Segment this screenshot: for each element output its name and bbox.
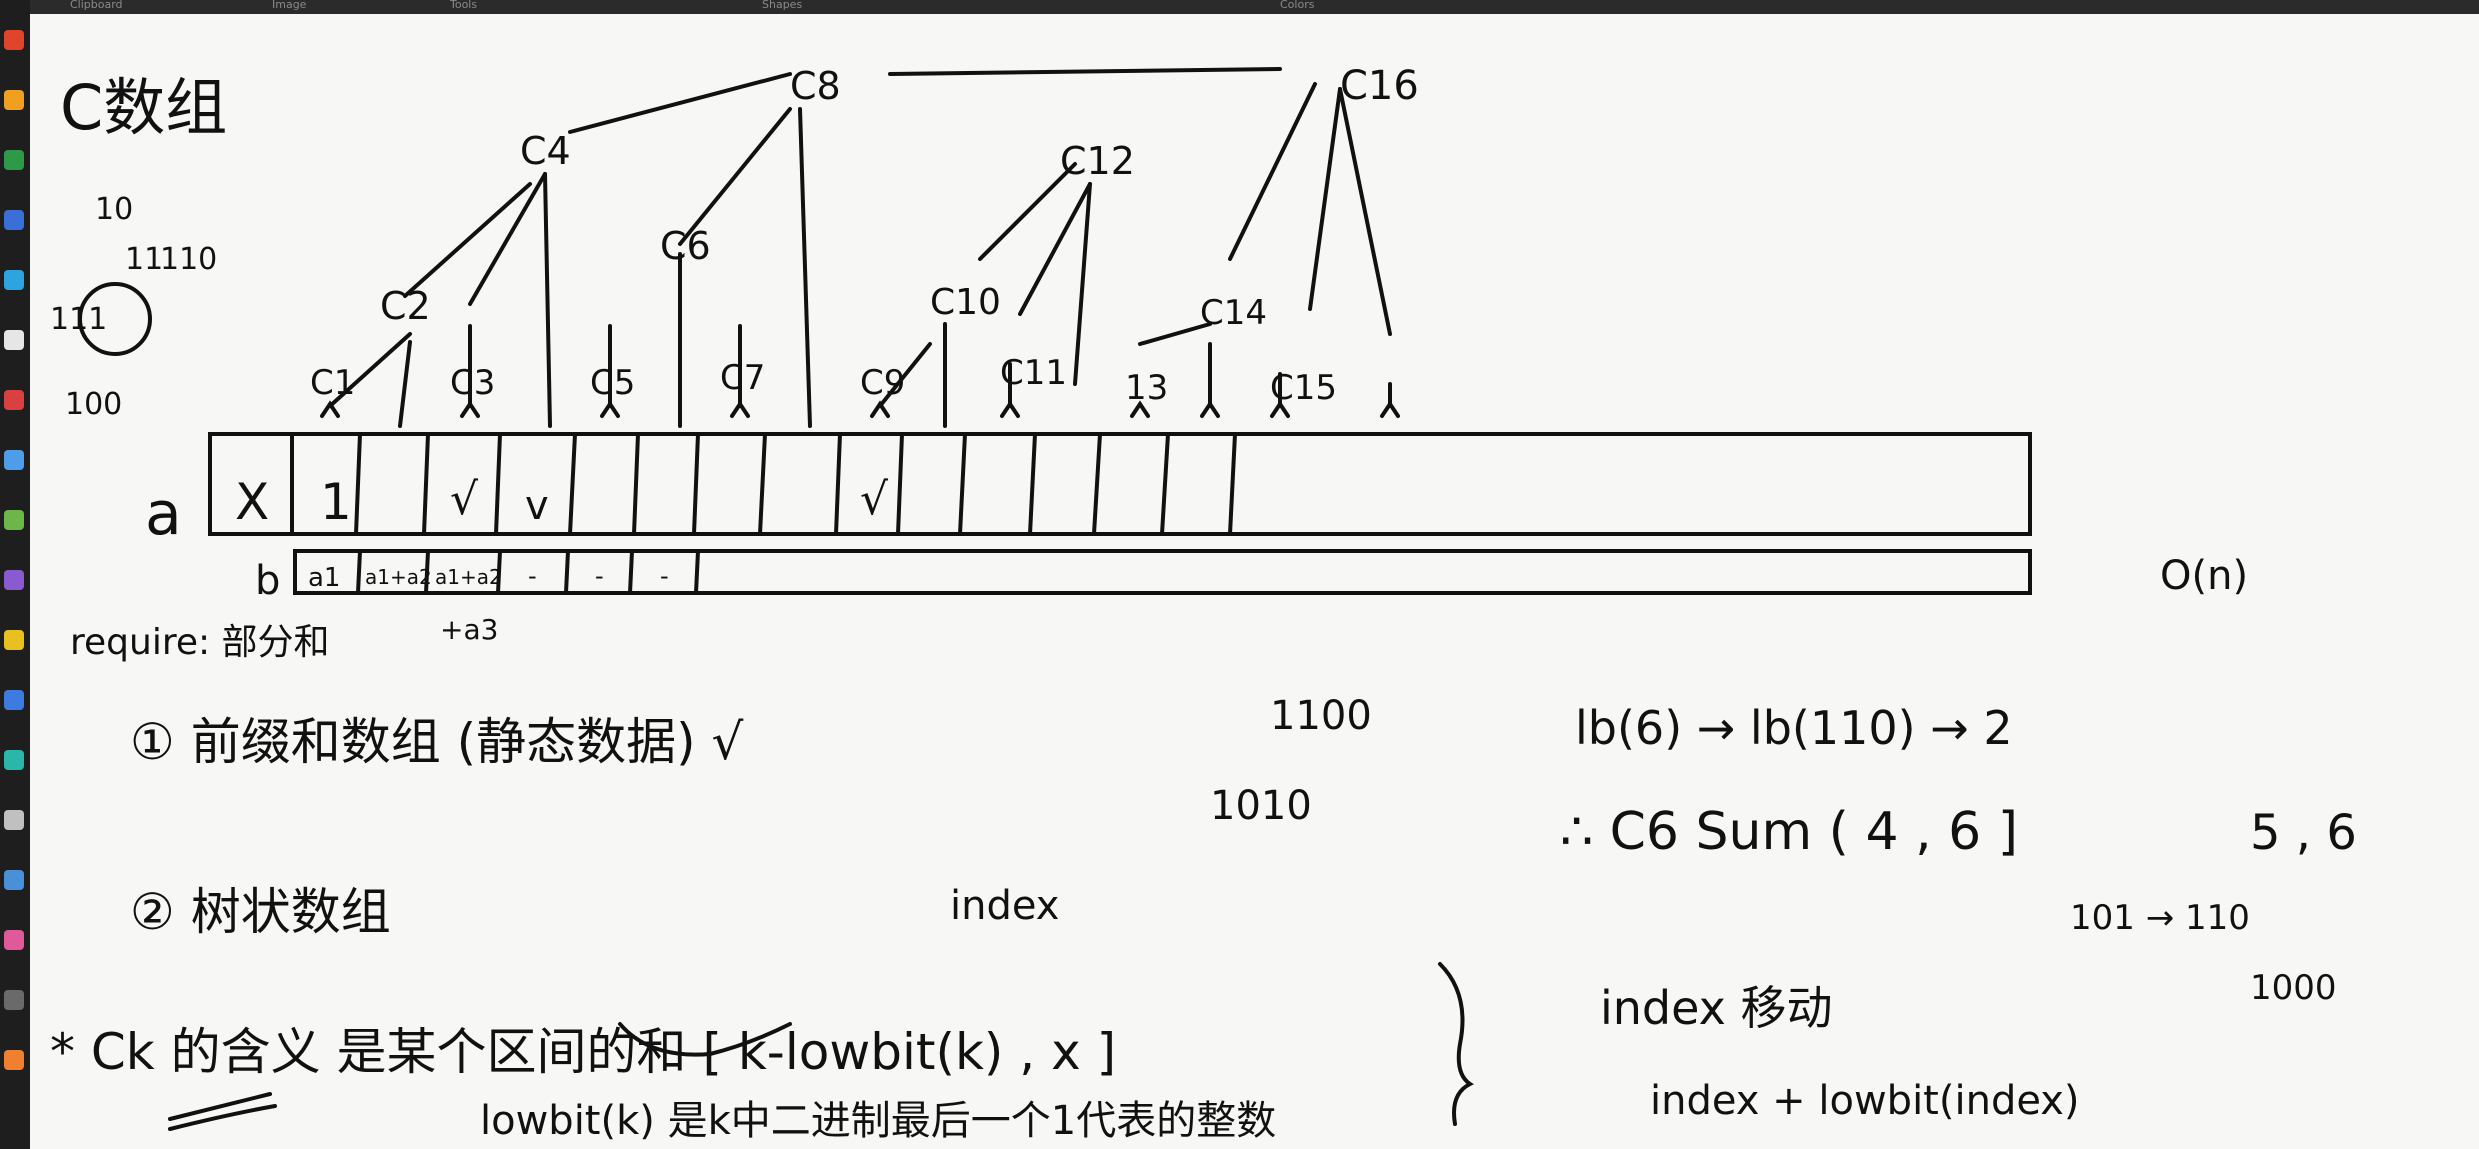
array-b-extra: +a3	[440, 613, 498, 646]
node-c15: C15	[1270, 368, 1337, 408]
node-c10: C10	[930, 282, 1001, 323]
app-dock	[0, 0, 30, 1149]
node-c3: C3	[450, 363, 495, 403]
dock-app-icon[interactable]	[4, 510, 24, 530]
dock-app-icon[interactable]	[4, 630, 24, 650]
dock-app-icon[interactable]	[4, 930, 24, 950]
dock-app-icon[interactable]	[4, 330, 24, 350]
note-title: C数组	[60, 71, 227, 144]
node-c16: C16	[1340, 63, 1419, 109]
lowbit-line: lb(6) → lb(110) → 2	[1575, 701, 2013, 755]
whiteboard-canvas[interactable]: C数组 10 11 110 111 100 C1 C2 C3 C4 C5 C6 …	[30, 14, 2479, 1149]
binary-1100: 1100	[1270, 693, 1372, 739]
node-c4: C4	[520, 129, 571, 173]
dock-app-icon[interactable]	[4, 210, 24, 230]
binary-110: 110	[160, 242, 217, 277]
binary-111: 111	[50, 302, 107, 337]
dock-app-icon[interactable]	[4, 1050, 24, 1070]
toolbar-tools[interactable]: Tools	[450, 0, 478, 11]
node-c7: C7	[720, 358, 765, 398]
index-plus-lowbit: index + lowbit(index)	[1650, 1078, 2080, 1124]
dock-app-icon[interactable]	[4, 450, 24, 470]
dock-app-icon[interactable]	[4, 990, 24, 1010]
node-c8: C8	[790, 64, 841, 108]
binary-100: 100	[65, 387, 122, 422]
ck-line: * Ck 的含义 是某个区间的和 [ k-lowbit(k) , x ]	[50, 1023, 1116, 1081]
toolbar-shapes[interactable]: Shapes	[762, 0, 803, 11]
sum-line: ∴ C6 Sum ( 4 , 6 ]	[1560, 802, 2018, 862]
array-a-label: a	[145, 479, 182, 549]
point-1: ① 前缀和数组 (静态数据) √	[130, 713, 744, 771]
dock-app-icon[interactable]	[4, 690, 24, 710]
node-c5: C5	[590, 363, 635, 403]
array-a-cell-4: v	[525, 483, 549, 529]
array-a-cell-3: √	[450, 474, 479, 525]
node-13: 13	[1125, 368, 1168, 408]
node-c14: C14	[1200, 293, 1267, 333]
toolbar-colors[interactable]: Colors	[1280, 0, 1315, 11]
binary-11: 11	[125, 242, 163, 277]
node-c6: C6	[660, 224, 711, 268]
toolbar-clipboard[interactable]: Clipboard	[70, 0, 123, 11]
complexity: O(n)	[2160, 553, 2248, 599]
sum-marks: 5 , 6	[2250, 805, 2357, 861]
node-c1: C1	[310, 363, 355, 403]
binary-inc: 101 → 110	[2070, 898, 2250, 938]
array-b-cell-5: -	[660, 562, 669, 590]
binary-10: 10	[95, 192, 133, 227]
dock-app-icon[interactable]	[4, 150, 24, 170]
array-a-cell-1: 1	[320, 473, 352, 531]
array-b-cell-3: -	[528, 562, 537, 590]
array-b-cell-0: a1	[308, 563, 340, 593]
array-b-box	[293, 549, 2032, 595]
node-c2: C2	[380, 284, 431, 328]
array-a-box	[208, 432, 2032, 536]
toolbar-image[interactable]: Image	[272, 0, 307, 11]
array-a-cell-0: X	[235, 473, 269, 531]
app-toolbar: Clipboard Image Tools Shapes Colors	[0, 0, 2479, 14]
array-b-label: b	[255, 558, 280, 604]
array-a-cell-9: √	[860, 474, 889, 525]
binary-1010: 1010	[1210, 783, 1312, 829]
point-2: ② 树状数组	[130, 883, 391, 941]
array-b-cell-2: a1+a2	[435, 565, 502, 589]
dock-app-icon[interactable]	[4, 90, 24, 110]
dock-app-icon[interactable]	[4, 810, 24, 830]
dock-app-icon[interactable]	[4, 30, 24, 50]
dock-app-icon[interactable]	[4, 750, 24, 770]
array-b-cell-1: a1+a2	[365, 565, 432, 589]
dock-app-icon[interactable]	[4, 270, 24, 290]
array-b-cell-4: -	[595, 562, 604, 590]
dock-app-icon[interactable]	[4, 390, 24, 410]
handwriting-layer: C数组 10 11 110 111 100 C1 C2 C3 C4 C5 C6 …	[50, 63, 2357, 1144]
require-text: require: 部分和	[70, 622, 330, 663]
dock-app-icon[interactable]	[4, 870, 24, 890]
index-move: index 移动	[1600, 981, 1832, 1035]
lowbit-definition: lowbit(k) 是k中二进制最后一个1代表的整数	[480, 1098, 1276, 1144]
dock-app-icon[interactable]	[4, 570, 24, 590]
index-word: index	[950, 883, 1059, 929]
node-c12: C12	[1060, 139, 1135, 183]
node-c11: C11	[1000, 353, 1067, 393]
binary-1000: 1000	[2250, 968, 2337, 1008]
node-c9: C9	[860, 363, 905, 403]
